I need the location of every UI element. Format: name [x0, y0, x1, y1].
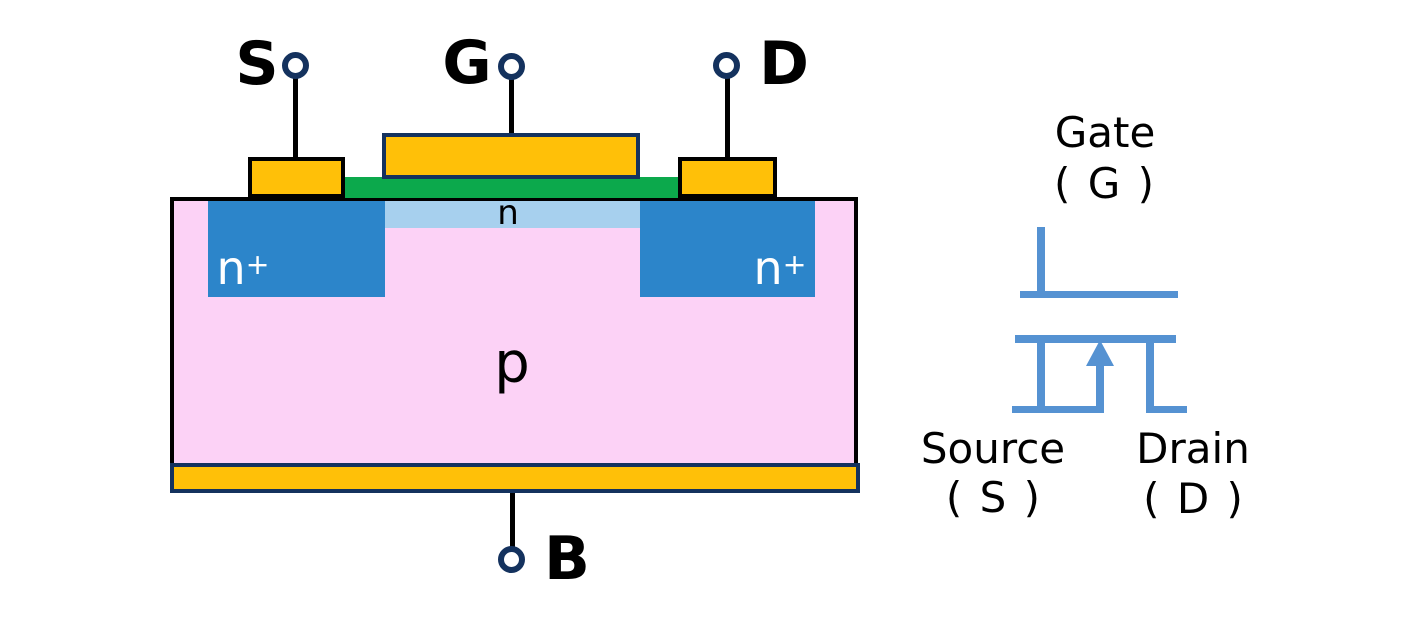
symbol-source-leg-line — [1037, 343, 1045, 406]
symbol-drain-leg-line — [1146, 343, 1154, 406]
symbol-arrow-shaft — [1096, 364, 1104, 413]
symbol-source-abbr: ( S ) — [945, 473, 1043, 522]
body-terminal-label: B — [544, 524, 590, 594]
body-wire — [510, 490, 515, 548]
gate-electrode-metal — [382, 133, 640, 179]
symbol-source-foot-line — [1012, 406, 1101, 413]
drain-nplus-label: n+ — [753, 241, 807, 295]
drain-terminal-circle — [713, 52, 740, 79]
drain-terminal-label: D — [759, 29, 809, 99]
symbol-gate-bar-line — [1020, 291, 1178, 298]
gate-oxide-layer — [343, 177, 678, 198]
gate-wire — [509, 78, 514, 136]
body-back-metal — [170, 463, 860, 493]
symbol-drain-abbr: ( D ) — [1143, 474, 1245, 523]
p-substrate-label: p — [494, 331, 530, 396]
n-channel-region — [385, 201, 640, 228]
source-terminal-label: S — [235, 29, 279, 99]
source-nplus-label: n+ — [216, 241, 270, 295]
symbol-drain-foot-line — [1146, 406, 1187, 413]
symbol-drain-label: Drain — [1136, 424, 1250, 473]
source-contact-metal — [248, 157, 345, 198]
body-terminal-circle — [498, 546, 525, 573]
drain-wire — [725, 77, 730, 159]
gate-terminal-circle — [498, 53, 525, 80]
symbol-gate-lead-line — [1037, 227, 1045, 295]
symbol-gate-label: Gate — [1054, 108, 1156, 157]
symbol-channel-bar-line — [1015, 335, 1176, 343]
n-channel-label: n — [497, 193, 519, 233]
drain-nplus-region — [640, 201, 815, 297]
source-wire — [293, 78, 298, 159]
drain-contact-metal — [678, 157, 777, 198]
symbol-source-label: Source — [920, 424, 1066, 473]
symbol-gate-abbr: ( G ) — [1053, 159, 1157, 208]
source-terminal-circle — [282, 52, 309, 79]
symbol-arrow-head-icon — [1086, 340, 1114, 366]
source-nplus-region — [208, 201, 385, 297]
gate-terminal-label: G — [442, 28, 492, 98]
